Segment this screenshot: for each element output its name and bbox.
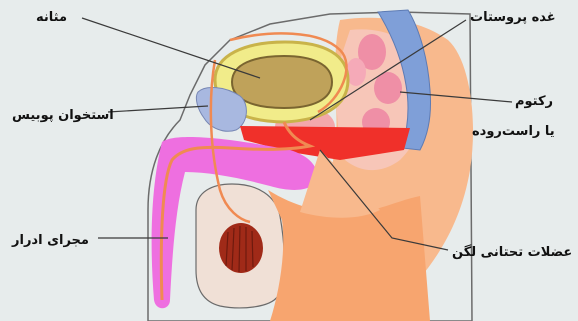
label-urethra: مجرای ادرار <box>12 233 89 249</box>
label-pubic-bone: استخوان پوبیس <box>12 108 114 124</box>
bladder-inner <box>232 56 332 108</box>
label-prostate: غده پروستات <box>470 10 556 26</box>
label-pelvic-floor-muscles: عضلات تحتانی لگن <box>452 245 572 261</box>
label-rectum-alt: یا راست‌روده <box>472 124 555 140</box>
label-rectum: رکتوم <box>515 94 553 110</box>
label-bladder: مثانه <box>36 10 67 26</box>
